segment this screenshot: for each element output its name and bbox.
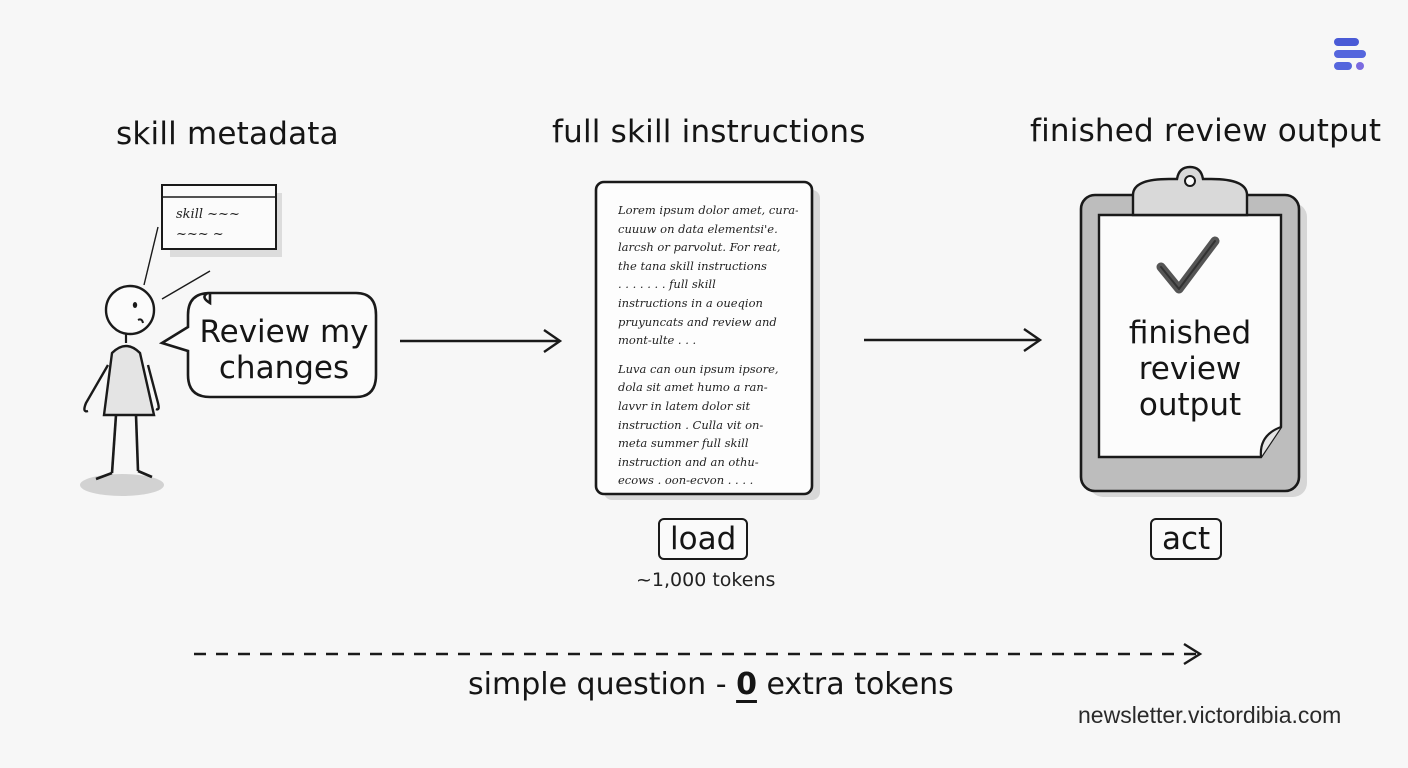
- document-line: pruyuncats and review and: [618, 314, 777, 329]
- clipboard-illustration: [1079, 165, 1307, 497]
- load-tag: load: [658, 518, 749, 560]
- clipboard-line: finished: [1128, 315, 1252, 351]
- clipboard-line: review: [1138, 351, 1242, 387]
- heading-full-skill-instructions: full skill instructions: [552, 114, 866, 150]
- document-line: cuuuw on data elementsi'e.: [618, 221, 778, 236]
- document-line: ecows . oon-ecvon . . . .: [618, 473, 754, 488]
- document-line: meta summer full skill: [618, 436, 749, 451]
- metadata-card-line: skill ~~~: [176, 207, 240, 222]
- document-line: instructions in a oueqion: [618, 295, 763, 310]
- document-line: instruction and an othu-: [618, 454, 759, 469]
- metadata-card-text: skill ~~~ ~~~ ~: [176, 205, 240, 245]
- tokens-label: ~1,000 tokens: [636, 569, 776, 591]
- newsletter-logo-icon: [1334, 38, 1366, 70]
- instructions-document: [594, 180, 820, 500]
- document-line: dola sit amet humo a ran-: [618, 380, 768, 395]
- document-line: instruction . Culla vit on-: [618, 417, 764, 432]
- document-line: . . . . . . . full skill: [618, 277, 716, 292]
- skill-metadata-illustration: [80, 184, 378, 496]
- arrow-to-output-icon: [864, 328, 1043, 352]
- document-line: larcsh or parvolut. For reat,: [618, 240, 781, 255]
- document-line: Lorem ipsum dolor amet, cura-: [618, 203, 798, 217]
- arrow-to-instructions-icon: [400, 329, 563, 353]
- dashed-arrow-icon: [194, 642, 1203, 666]
- document-line: lavvr in latem dolor sit: [618, 398, 751, 413]
- act-tag: act: [1150, 518, 1223, 560]
- speech-bubble-line: changes: [218, 350, 350, 386]
- metadata-card-line: ~~~ ~: [176, 227, 224, 242]
- bottom-caption-prefix: simple question -: [468, 667, 737, 702]
- heading-finished-review-output: finished review output: [1030, 113, 1382, 149]
- document-line: the tana skill instructions: [618, 258, 767, 273]
- heading-skill-metadata: skill metadata: [116, 116, 339, 152]
- document-line: mont-ulte . . .: [618, 333, 697, 348]
- speech-bubble-text: Review my changes: [194, 314, 374, 386]
- zero-value: 0: [736, 667, 757, 702]
- clipboard-text: finished review output: [1110, 315, 1270, 423]
- bottom-caption-suffix: extra tokens: [756, 667, 954, 702]
- bottom-caption: simple question - 0 extra tokens: [468, 667, 954, 702]
- document-text: Lorem ipsum dolor amet, cura- cuuuw on d…: [618, 201, 798, 490]
- clipboard-line: output: [1138, 387, 1242, 423]
- speech-bubble-line: Review my: [199, 314, 369, 350]
- document-line: Luva can oun ipsum ipsore,: [618, 361, 779, 376]
- footer-url[interactable]: newsletter.victordibia.com: [1078, 702, 1342, 728]
